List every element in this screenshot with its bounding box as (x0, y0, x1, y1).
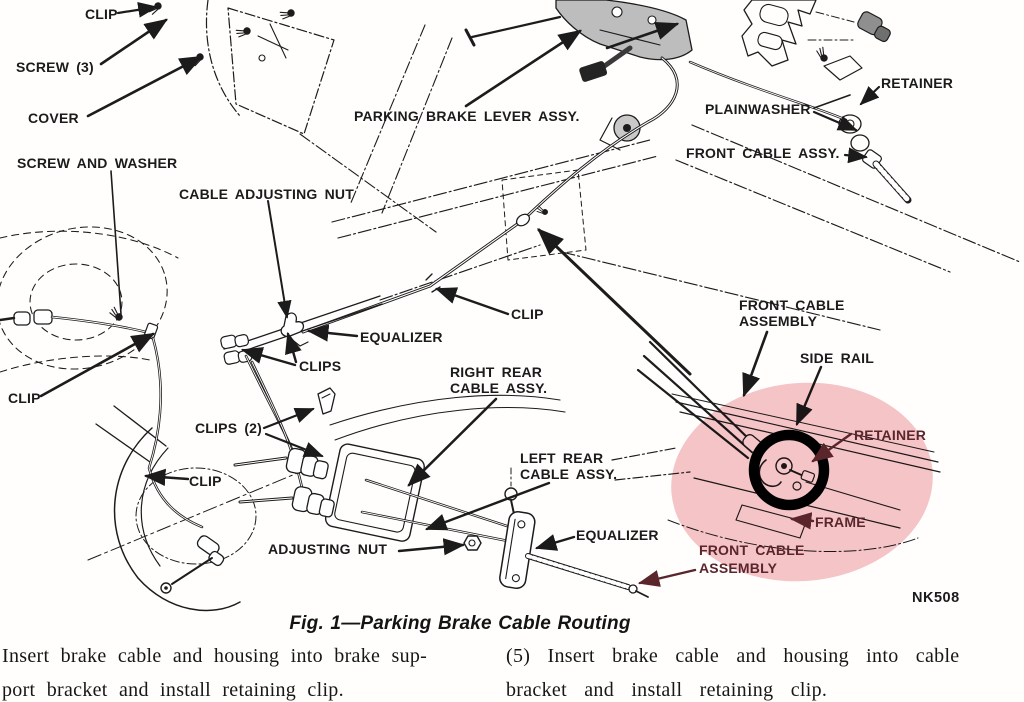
label-cable-adjusting-nut: CABLE ADJUSTING NUT (179, 186, 354, 202)
figure-code: NK508 (912, 590, 960, 606)
label-plainwasher: PLAINWASHER (705, 101, 811, 117)
leader-arrows-maroon (637, 432, 853, 587)
label-clip-floor: CLIP (511, 306, 544, 322)
firewall-bracket-detail-art (688, 0, 912, 204)
label-front-cable-assy: FRONT CABLE ASSY. (686, 145, 840, 161)
cable-connector-block-art (233, 387, 518, 551)
highlight-ring (748, 429, 830, 511)
parking-brake-routing-diagram (0, 0, 1021, 612)
label-retainer-upper: RETAINER (881, 75, 954, 91)
label-front-cable-assembly-upper-line1: FRONT CABLE (739, 297, 845, 313)
label-right-rear-cable-line1: RIGHT REAR (450, 364, 543, 380)
label-clip-top: CLIP (85, 6, 118, 22)
label-front-cable-assembly-lower-line1: FRONT CABLE (699, 542, 805, 558)
label-clip-axle: CLIP (189, 473, 222, 489)
label-front-cable-assembly-lower-line2: ASSEMBLY (699, 560, 778, 576)
body-text-left-line2-clipped: port bracket and install retaining clip. (2, 679, 344, 701)
label-retainer-highlighted: RETAINER (854, 427, 927, 443)
label-side-rail: SIDE RAIL (800, 350, 875, 366)
highlight-ellipse (671, 382, 933, 582)
rear-axle-drum-art (0, 306, 257, 612)
label-front-cable-assembly-lower: FRONT CABLE ASSEMBLY (699, 541, 805, 577)
label-cover: COVER (28, 110, 79, 126)
figure-caption: Fig. 1—Parking Brake Cable Routing (289, 613, 631, 634)
label-clip-far-left: CLIP (8, 390, 41, 406)
body-text-left-line1: Insert brake cable and housing into brak… (2, 645, 428, 667)
label-screw-and-washer: SCREW AND WASHER (17, 155, 178, 171)
label-left-rear-cable: LEFT REAR CABLE ASSY. (520, 450, 617, 482)
label-left-rear-cable-line1: LEFT REAR (520, 450, 604, 466)
front-cable-run-art (301, 56, 679, 334)
parking-brake-lever-art (464, 0, 693, 151)
label-equalizer-cross: EQUALIZER (360, 329, 443, 345)
label-parking-brake-lever-assy: PARKING BRAKE LEVER ASSY. (354, 108, 580, 124)
left-wheel-outline-art (0, 226, 179, 373)
leader-arrows (39, 1, 881, 556)
label-front-cable-assembly-upper: FRONT CABLE ASSEMBLY (739, 297, 845, 329)
label-clips-cross: CLIPS (299, 358, 342, 374)
label-screw-3: SCREW (3) (16, 59, 94, 75)
label-clips-2: CLIPS (2) (195, 420, 263, 436)
label-right-rear-cable-line2: CABLE ASSY. (450, 380, 548, 396)
body-text-right-line2-clipped: bracket and install retaining clip. (506, 679, 828, 701)
rear-equalizer-art (499, 467, 649, 598)
label-frame: FRAME (815, 514, 866, 530)
label-left-rear-cable-line2: CABLE ASSY. (520, 466, 618, 482)
label-equalizer-rear: EQUALIZER (576, 527, 659, 543)
label-adjusting-nut: ADJUSTING NUT (268, 541, 388, 557)
label-right-rear-cable: RIGHT REAR CABLE ASSY. (450, 364, 547, 396)
body-text-right-line1: (5) Insert brake cable and housing into … (506, 645, 960, 667)
label-front-cable-assembly-upper-line2: ASSEMBLY (739, 313, 818, 329)
cover-assembly-art (146, 0, 453, 233)
